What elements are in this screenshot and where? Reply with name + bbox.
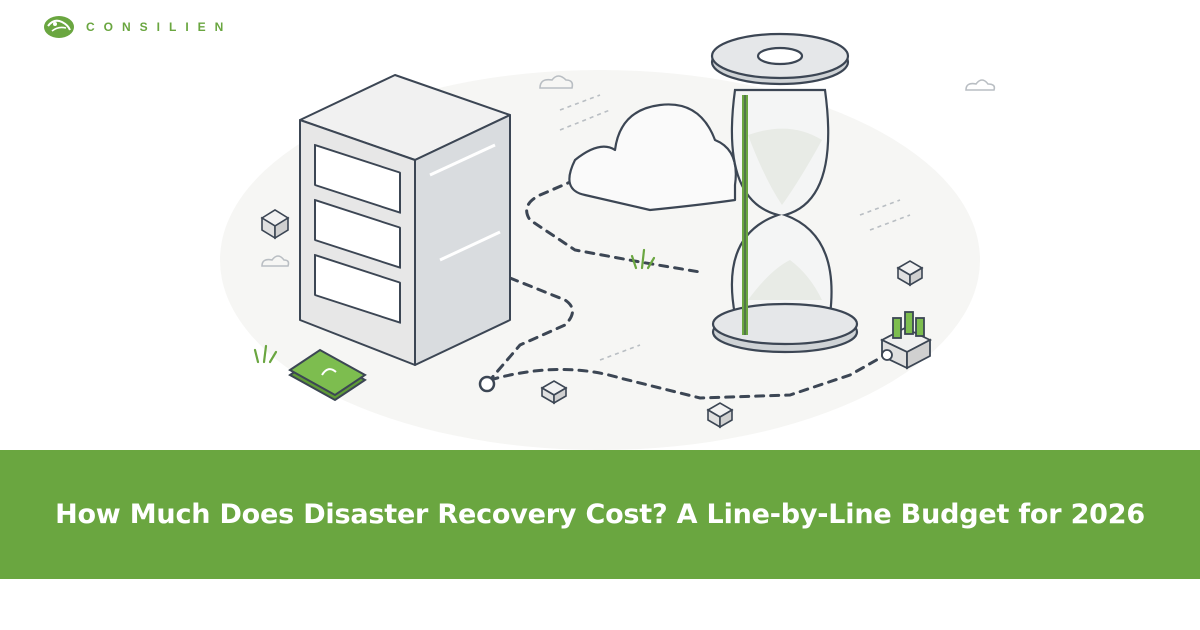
cloud-icon	[568, 103, 737, 212]
title-banner: How Much Does Disaster Recovery Cost? A …	[0, 450, 1200, 579]
path-node	[478, 375, 496, 393]
brand-logo[interactable]: CONSILIEN	[42, 14, 232, 40]
cube-icon	[706, 402, 734, 429]
cube-icon	[896, 260, 924, 287]
small-cloud-icon	[965, 79, 996, 91]
grass-icon	[630, 248, 656, 270]
money-stack-icon	[879, 311, 933, 370]
chip-icon	[540, 380, 568, 405]
footer-strip	[0, 579, 1200, 630]
server-rack-icon	[299, 74, 511, 366]
grass-icon	[253, 344, 278, 364]
page-title: How Much Does Disaster Recovery Cost? A …	[55, 499, 1145, 530]
hero-illustration	[220, 32, 996, 450]
small-cloud-icon	[539, 75, 574, 89]
small-cloud-icon	[261, 255, 290, 267]
hourglass-icon	[710, 32, 859, 354]
leaf-globe-icon	[44, 16, 74, 38]
phone-icon	[288, 348, 367, 402]
cube-icon	[260, 209, 290, 240]
brand-name: CONSILIEN	[86, 20, 233, 34]
